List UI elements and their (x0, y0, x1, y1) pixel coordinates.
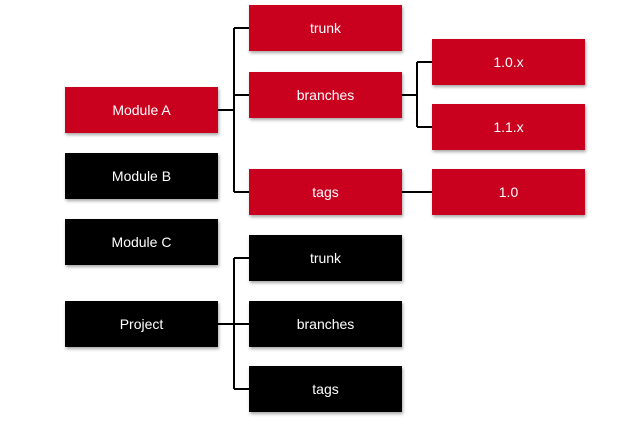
branch-1-0-x-node: 1.0.x (432, 39, 585, 85)
module-c-node: Module C (65, 219, 218, 265)
module-b-node: Module B (65, 153, 218, 199)
project-trunk-node: trunk (249, 235, 402, 281)
module-a-tags-node: tags (249, 169, 402, 215)
project-tags-node: tags (249, 366, 402, 412)
branch-1-1-x-node: 1.1.x (432, 104, 585, 150)
module-a-branches-node: branches (249, 72, 402, 118)
module-a-node: Module A (65, 87, 218, 133)
project-branches-node: branches (249, 301, 402, 347)
project-node: Project (65, 301, 218, 347)
tag-1-0-node: 1.0 (432, 169, 585, 215)
module-a-trunk-node: trunk (249, 5, 402, 51)
